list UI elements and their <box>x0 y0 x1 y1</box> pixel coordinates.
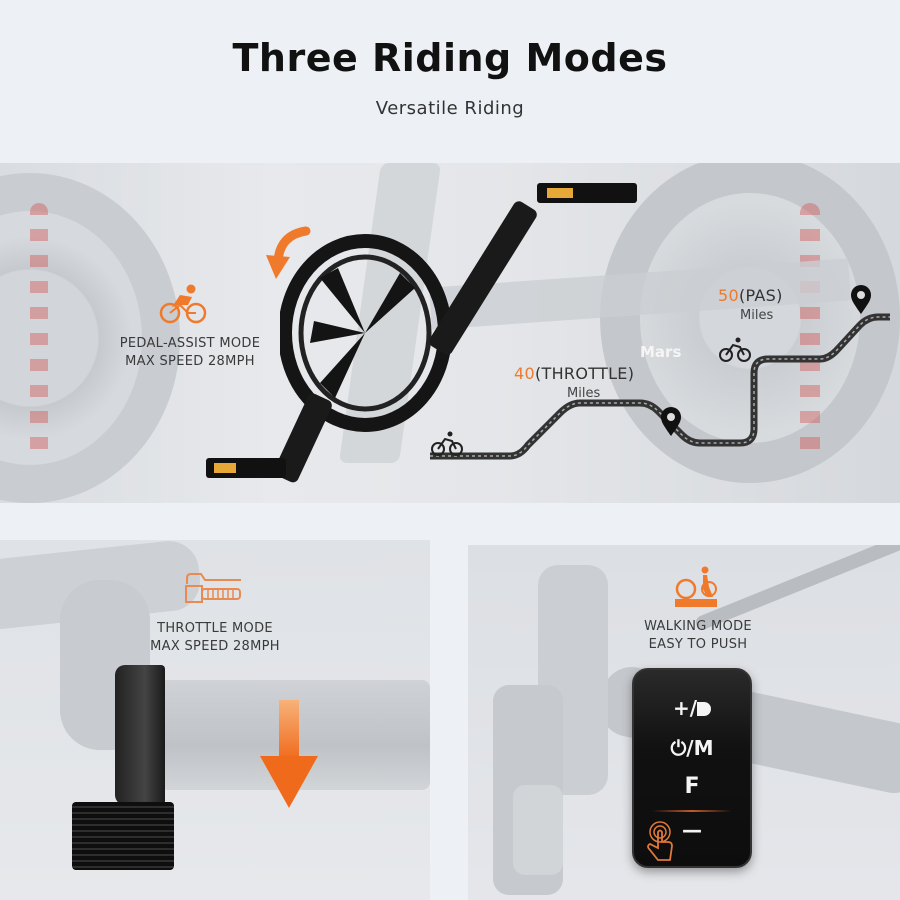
pedal-assist-caption: PEDAL-ASSIST MODE MAX SPEED 28MPH <box>100 335 280 371</box>
pedal-assist-title: PEDAL-ASSIST MODE <box>119 336 261 351</box>
location-pin-end-icon <box>851 285 871 314</box>
walking-caption: WALKING MODE EASY TO PUSH <box>608 618 788 654</box>
throttle-panel: THROTTLE MODE MAX SPEED 28MPH <box>0 540 430 900</box>
pedal-upper <box>537 183 637 203</box>
pas-range-mode: (PAS) <box>738 286 783 305</box>
throttle-speed: MAX SPEED 28MPH <box>150 639 280 654</box>
throttle-range-mode: (THROTTLE) <box>534 364 635 383</box>
control-pad[interactable]: +/ ⏻/M F — <box>632 668 752 868</box>
pas-range-value: 50 <box>718 286 739 305</box>
function-button[interactable]: F <box>634 774 750 799</box>
route-start-cyclist-icon <box>431 431 463 456</box>
throttle-title: THROTTLE MODE <box>157 621 273 636</box>
pas-range-label: 50(PAS) <box>718 286 783 305</box>
page-title: Three Riding Modes <box>232 36 668 80</box>
plus-light-label: +/ <box>672 696 698 720</box>
cyclist-icon <box>159 284 207 324</box>
reflector-lower <box>214 463 236 473</box>
pad-divider <box>652 810 732 812</box>
brand-text: Mars <box>640 343 682 361</box>
walking-subtitle: EASY TO PUSH <box>648 637 748 652</box>
throttle-range-unit: Miles <box>567 386 601 401</box>
throttle-range-value: 40 <box>514 364 535 383</box>
throttle-range-label: 40(THROTTLE) <box>514 364 634 383</box>
function-label: F <box>684 774 700 799</box>
throttle-housing-image <box>115 665 165 805</box>
rotation-arrow-icon <box>266 226 311 279</box>
power-mode-label: ⏻/M <box>670 736 714 760</box>
thumb-throttle-image <box>72 802 174 870</box>
walking-title: WALKING MODE <box>644 619 752 634</box>
page-subtitle: Versatile Riding <box>375 98 525 119</box>
minus-button[interactable]: — <box>634 818 750 842</box>
pedal-assist-speed: MAX SPEED 28MPH <box>125 354 255 369</box>
minus-label: — <box>682 818 702 842</box>
reflector-upper <box>547 188 573 198</box>
throttle-caption: THROTTLE MODE MAX SPEED 28MPH <box>125 620 305 656</box>
press-down-arrow-icon <box>260 700 318 808</box>
header: Three Riding Modes Versatile Riding <box>0 0 900 160</box>
walking-bike-icon <box>675 566 717 607</box>
pas-range-unit: Miles <box>740 308 774 323</box>
headlight-icon <box>697 702 712 716</box>
plus-light-button[interactable]: +/ <box>634 696 750 720</box>
light-switch-image <box>513 785 563 875</box>
throttle-grip-icon <box>185 573 241 603</box>
front-wheel-red-accent <box>30 203 48 463</box>
finger-tap-icon <box>647 821 673 861</box>
pedal-lower <box>206 458 286 478</box>
route-map <box>430 313 890 460</box>
power-mode-button[interactable]: ⏻/M <box>634 736 750 760</box>
route-mid-cyclist-icon <box>719 337 751 362</box>
pedal-assist-panel: Mars PEDAL-ASSIST MODE MAX SPEED 28MPH <box>0 163 900 503</box>
location-pin-icon <box>661 407 681 436</box>
